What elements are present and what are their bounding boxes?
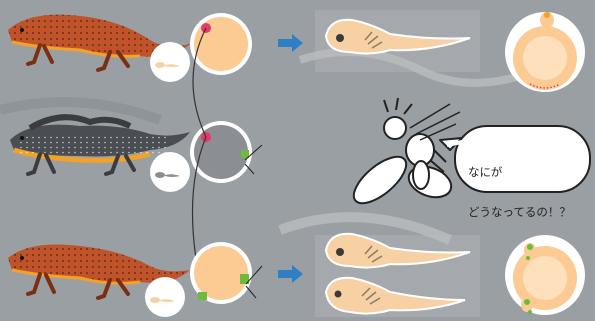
cell-fragment [198,292,207,300]
arrow-right-icon [278,34,303,52]
twin-tadpole [315,234,480,317]
larva-inset-circle [145,277,185,317]
larva-inset-circle [150,42,190,82]
larva-inset-circle [150,152,190,192]
speech-line-1: なにが [468,162,595,182]
speech-line-2: どうなってるの！？ [468,202,595,222]
cell-fragment [241,150,249,158]
speech-bubble-text: なにが どうなってるの！？ [468,142,595,242]
normal-tadpole [315,10,480,72]
grafted-egg [194,246,248,300]
confused-fly [346,98,460,211]
arrow-right-icon [278,265,303,283]
gray-egg [194,125,248,179]
